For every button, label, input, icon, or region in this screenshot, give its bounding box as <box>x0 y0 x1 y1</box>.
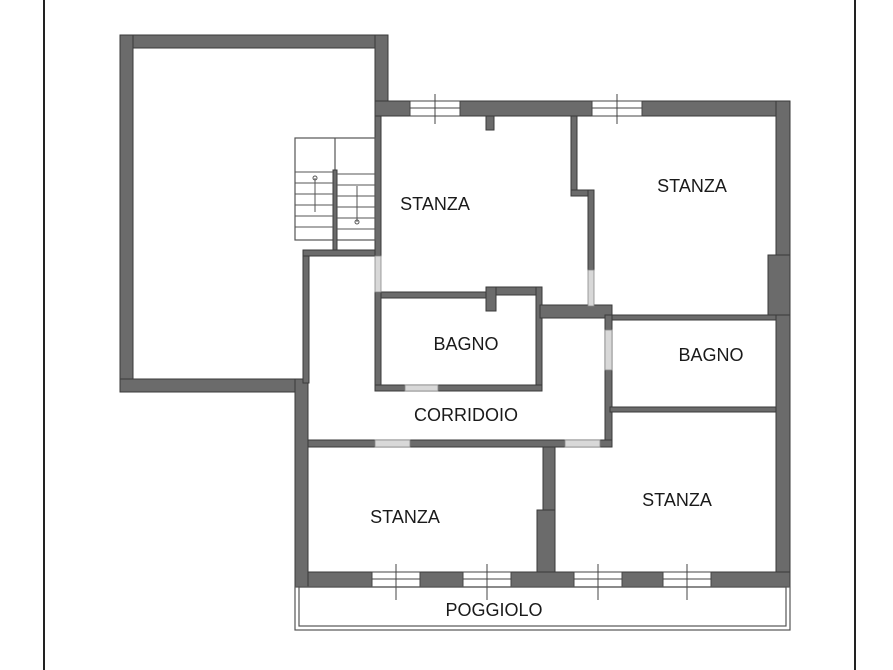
label-stanza-2: STANZA <box>657 176 727 196</box>
label-stanza-1: STANZA <box>400 194 470 214</box>
label-poggiolo: POGGIOLO <box>445 600 542 620</box>
balcony <box>294 586 791 631</box>
label-bagno-1: BAGNO <box>433 334 498 354</box>
label-corridoio: CORRIDOIO <box>414 405 518 425</box>
room-labels: STANZA STANZA BAGNO BAGNO CORRIDOIO STAN… <box>370 176 743 620</box>
staircase <box>294 137 376 251</box>
label-bagno-2: BAGNO <box>678 345 743 365</box>
label-stanza-4: STANZA <box>642 490 712 510</box>
label-stanza-3: STANZA <box>370 507 440 527</box>
doors <box>374 255 613 448</box>
windows <box>371 94 712 600</box>
